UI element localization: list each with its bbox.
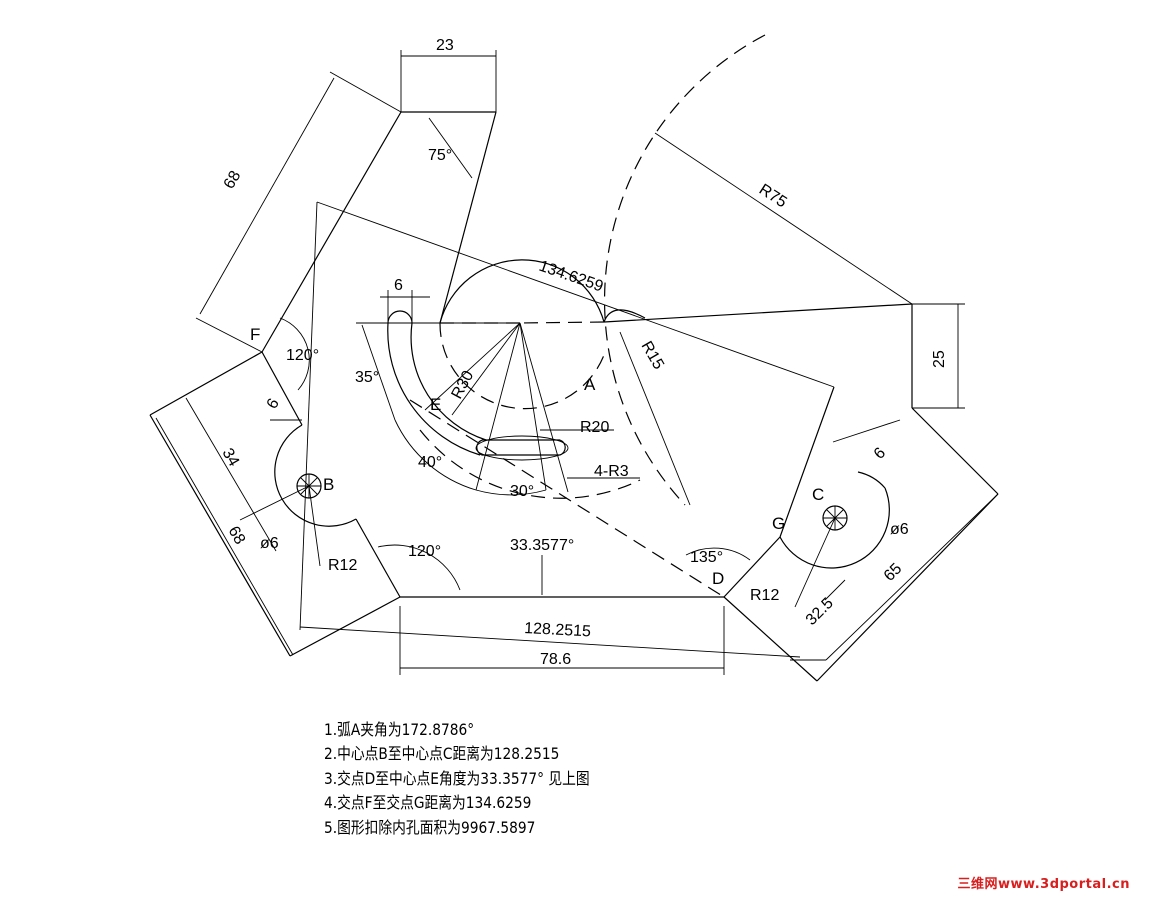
dim-35: 35° xyxy=(355,369,379,386)
point-g-label: G xyxy=(772,514,785,533)
dim-r20: R20 xyxy=(580,419,609,436)
dim-68-left: 68 xyxy=(225,524,249,548)
note-1: 1.弧A夹角为172.8786° xyxy=(324,720,475,739)
note-3: 3.交点D至中心点E角度为33.3577° 见上图 xyxy=(324,768,590,788)
point-b-label: B xyxy=(323,475,334,494)
point-labels: F B E A G C D xyxy=(250,325,824,588)
dim-4-r3: 4-R3 xyxy=(594,463,629,480)
dim-r12-b: R12 xyxy=(328,557,357,574)
note-5: 5.图形扣除内孔面积为9967.5897 xyxy=(324,817,536,837)
dim-r30: R30 xyxy=(449,368,478,402)
dim-25: 25 xyxy=(931,350,948,368)
dim-135: 135° xyxy=(690,549,723,566)
drawing-notes: 1.弧A夹角为172.8786° 2.中心点B至中心点C距离为128.2515 … xyxy=(324,718,744,840)
dim-6-slot: 6 xyxy=(394,277,403,294)
point-f-label: F xyxy=(250,325,260,344)
dim-120-f: 120° xyxy=(286,347,319,364)
point-a-label: A xyxy=(584,375,596,394)
dim-32-5: 32.5 xyxy=(803,595,837,629)
point-c-label: C xyxy=(812,485,824,504)
dim-23: 23 xyxy=(436,37,454,54)
dim-40: 40° xyxy=(418,454,442,471)
dim-65: 65 xyxy=(881,560,906,585)
dim-30: 30° xyxy=(510,483,534,500)
dim-6-b: 6 xyxy=(264,396,283,412)
dim-128-2515: 128.2515 xyxy=(524,620,592,640)
dim-r12-c: R12 xyxy=(750,587,779,604)
dimension-lines xyxy=(155,50,999,675)
dimension-labels: 23 75° 68 R75 134.6259 6 R15 25 120° 35°… xyxy=(219,37,948,668)
dim-75-deg: 75° xyxy=(428,147,452,164)
dim-r75: R75 xyxy=(756,181,790,211)
dim-dia6-b: ø6 xyxy=(260,535,279,552)
part-outline xyxy=(149,111,999,682)
dim-dia6-c: ø6 xyxy=(890,521,909,538)
dim-33-3577: 33.3577° xyxy=(510,537,574,554)
point-e-label: E xyxy=(430,395,441,414)
dim-6-c: 6 xyxy=(871,444,889,462)
watermark: 三维网www.3dportal.cn xyxy=(957,877,1130,892)
dim-34: 34 xyxy=(219,446,243,470)
dim-120-bottom: 120° xyxy=(408,543,441,560)
dim-68-top: 68 xyxy=(221,168,245,192)
point-d-label: D xyxy=(712,569,724,588)
dim-134-6259: 134.6259 xyxy=(537,258,606,296)
note-2: 2.中心点B至中心点C距离为128.2515 xyxy=(324,744,560,764)
note-4: 4.交点F至交点G距离为134.6259 xyxy=(324,793,532,813)
dim-78-6: 78.6 xyxy=(540,651,571,668)
arc-slot xyxy=(356,310,569,493)
dim-r15: R15 xyxy=(638,339,667,373)
